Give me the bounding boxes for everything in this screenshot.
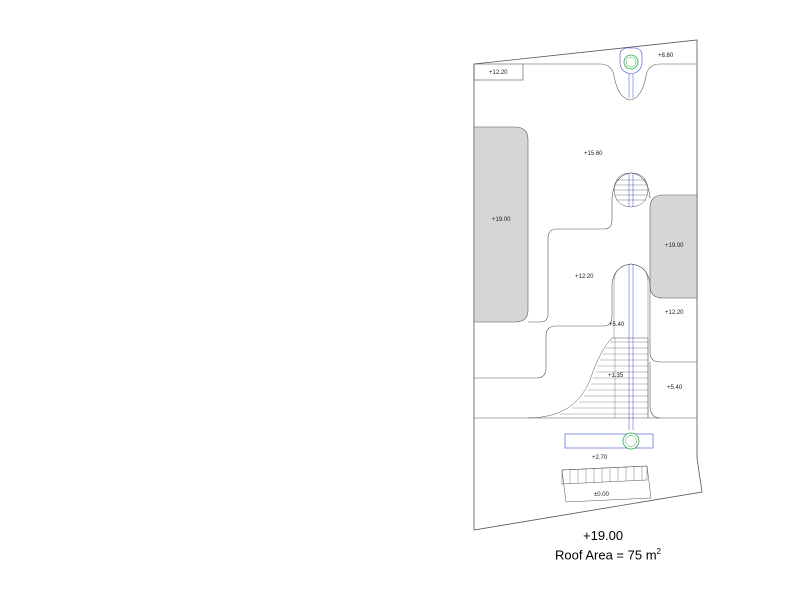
roof-area-caption: Roof Area = 75 m2 (555, 547, 800, 562)
right-terrace-line (649, 298, 697, 363)
roof-area-text: Roof Area = 75 m (555, 547, 657, 563)
level-label-middle: +12.20 (575, 274, 594, 280)
roof-area-unit-superscript: 2 (656, 547, 661, 556)
level-label-right-mid: +12.20 (665, 310, 684, 316)
upper-round-stair (613, 172, 649, 208)
top-path (523, 63, 697, 101)
right-lower-path (649, 362, 661, 419)
level-label-ramp: +1.35 (608, 373, 624, 379)
level-label-stair-top: +5.40 (609, 322, 625, 328)
bottom-tree-icon (564, 432, 654, 450)
level-label-ground: +2.70 (592, 455, 608, 461)
level-label-right-low: +5.40 (667, 385, 683, 391)
central-stair (613, 263, 649, 430)
roof-level-caption: +19.00 (583, 528, 624, 543)
hatched-ramp (527, 337, 649, 419)
level-label-zero: ±0.00 (594, 492, 610, 498)
label-box (473, 63, 524, 81)
site-boundary (473, 39, 703, 531)
mid-terrace-outline (528, 172, 651, 323)
parking-grid (561, 465, 652, 503)
level-label-left-roof: +19.00 (492, 217, 511, 223)
level-label-top-right: +8.80 (658, 53, 674, 59)
level-label-right-roof: +19.00 (665, 243, 684, 249)
left-roof-block (473, 126, 529, 323)
top-tree-icon (619, 47, 643, 98)
level-label-top-left: +12.20 (489, 70, 508, 76)
level-label-upper: +15.60 (584, 151, 603, 157)
